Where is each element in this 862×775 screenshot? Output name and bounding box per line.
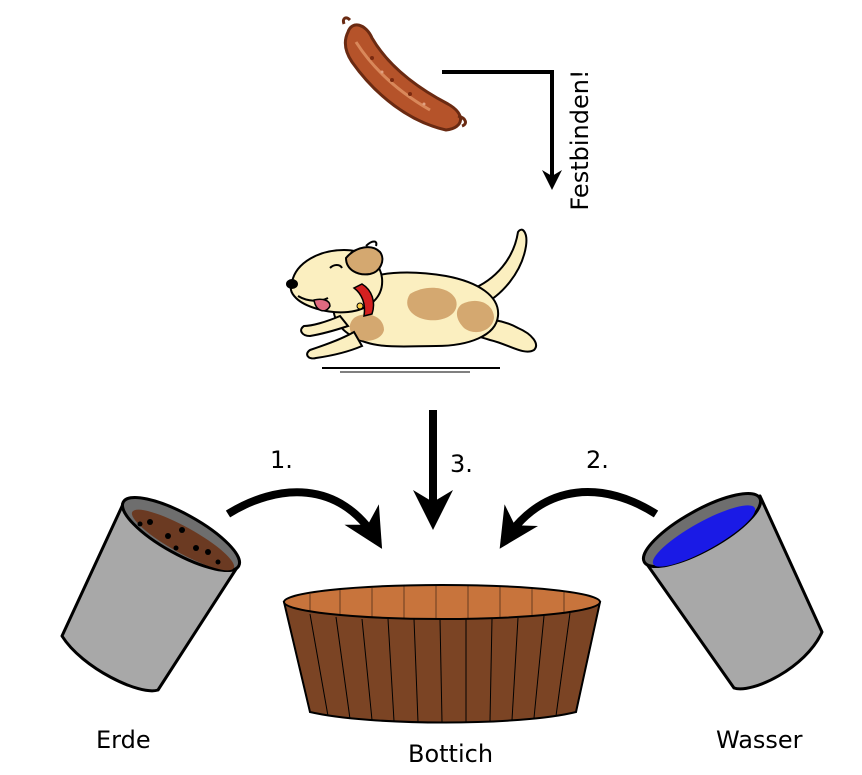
tie-arrow bbox=[442, 70, 562, 190]
soil-bucket-label: Erde bbox=[96, 726, 151, 754]
water-bucket-icon bbox=[641, 492, 824, 691]
step-1-label: 1. bbox=[270, 446, 293, 474]
step-2-label: 2. bbox=[586, 446, 609, 474]
water-bucket-label: Wasser bbox=[716, 726, 803, 754]
wooden-tub-icon bbox=[282, 584, 602, 724]
step-1-arrow bbox=[225, 488, 383, 549]
sausage-icon bbox=[342, 16, 467, 132]
step-2-arrow bbox=[499, 488, 659, 549]
tie-instruction-label: Festbinden! bbox=[566, 69, 594, 211]
tub-label: Bottich bbox=[408, 740, 494, 768]
soil-bucket-icon bbox=[60, 496, 242, 693]
running-dog-icon bbox=[286, 228, 537, 373]
step-3-label: 3. bbox=[450, 450, 473, 478]
